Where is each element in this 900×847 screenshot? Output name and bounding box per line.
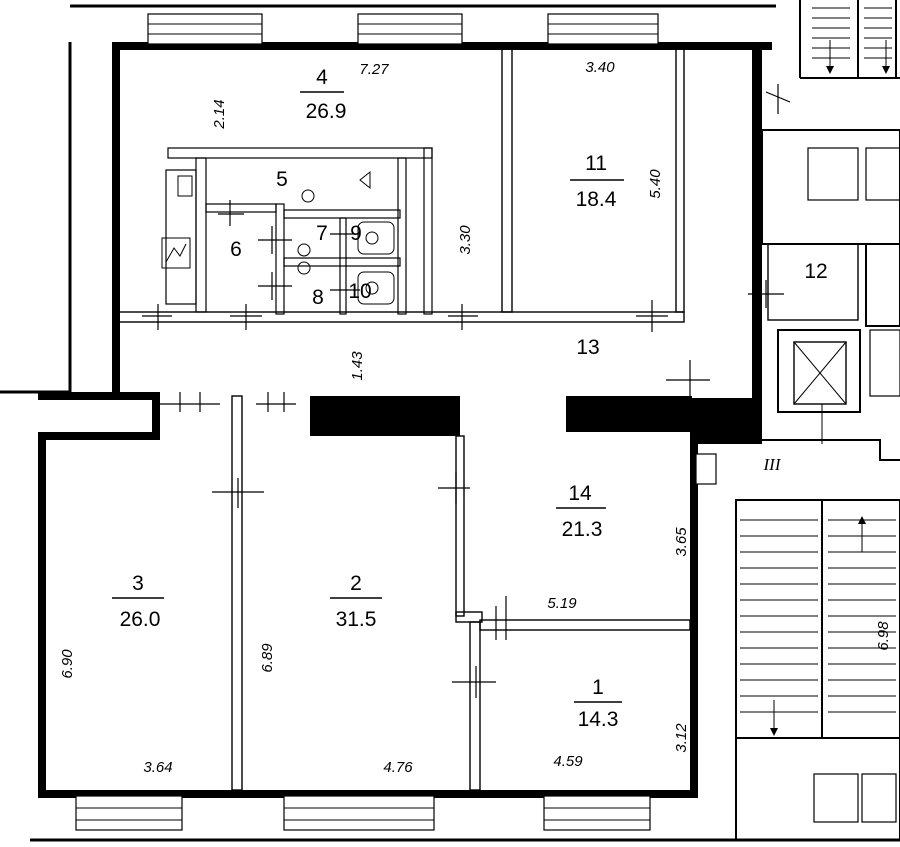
windows (75, 13, 717, 831)
dim-5-19: 5.19 (547, 595, 577, 612)
dim-4-76: 4.76 (383, 759, 413, 776)
room-10-number: 10 (348, 280, 371, 303)
walls (38, 42, 772, 798)
room-14-area: 21.3 (562, 518, 603, 541)
dim-3-65: 3.65 (673, 527, 690, 557)
dim-4-59: 4.59 (553, 753, 583, 770)
room-3-area: 26.0 (120, 608, 161, 631)
dim-5-40: 5.40 (647, 169, 664, 199)
room-11-number: 11 (585, 152, 607, 175)
stair-label: III (763, 455, 782, 474)
room-1-area: 14.3 (578, 708, 619, 731)
room-2-area: 31.5 (336, 608, 377, 631)
dim-3-64: 3.64 (143, 759, 172, 776)
dimension-labels: 7.27 3.40 2.14 5.40 3.30 1.43 3.65 5.19 … (59, 59, 892, 776)
room-14-number: 14 (568, 482, 592, 505)
dim-3-30: 3.30 (457, 225, 474, 255)
dim-2-14: 2.14 (211, 99, 228, 129)
room-13-number: 13 (576, 336, 599, 359)
room-1-number: 1 (592, 676, 604, 699)
room-9-number: 9 (350, 222, 362, 245)
dim-1-43: 1.43 (349, 351, 366, 381)
partitions (117, 47, 861, 791)
dim-6-90: 6.90 (59, 649, 76, 679)
room-5-number: 5 (276, 168, 288, 191)
room-labels: 4 26.9 11 18.4 5 6 7 9 8 10 12 13 14 21.… (112, 66, 828, 731)
room-4-number: 4 (316, 66, 328, 89)
room-11-area: 18.4 (576, 188, 617, 211)
room-3-number: 3 (132, 572, 144, 595)
door-marks (142, 84, 791, 698)
dim-3-40: 3.40 (585, 59, 615, 76)
room-4-area: 26.9 (306, 100, 347, 123)
dim-3-12: 3.12 (673, 723, 690, 753)
room-6-number: 6 (230, 238, 242, 261)
dim-7-27: 7.27 (359, 61, 389, 78)
room-12-number: 12 (804, 260, 827, 283)
dim-6-89: 6.89 (259, 643, 276, 673)
room-7-number: 7 (316, 222, 328, 245)
room-2-number: 2 (350, 572, 362, 595)
dim-6-98: 6.98 (875, 621, 892, 651)
room-8-number: 8 (312, 286, 324, 309)
